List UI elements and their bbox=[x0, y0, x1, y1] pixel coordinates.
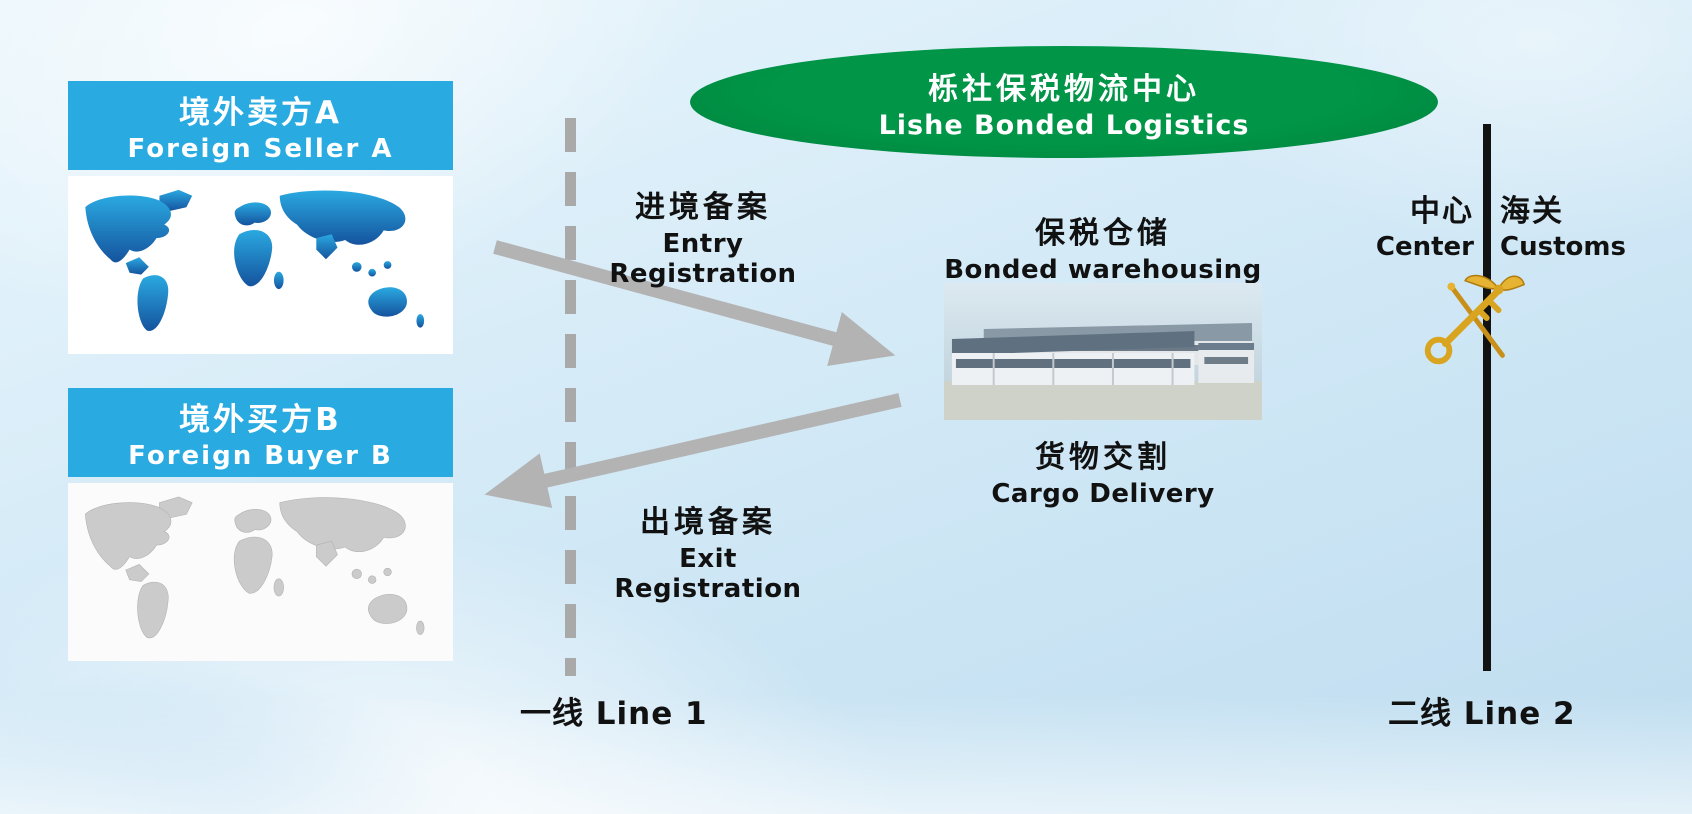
world-map-gray-icon bbox=[68, 483, 453, 661]
foreign-seller-title-en: Foreign Seller A bbox=[127, 134, 394, 164]
line1-caption: 一线 Line 1 bbox=[520, 696, 708, 732]
foreign-seller-header: 境外卖方A Foreign Seller A bbox=[68, 81, 453, 170]
world-map-blue-icon bbox=[68, 176, 453, 354]
cargo-delivery-en: Cargo Delivery bbox=[991, 479, 1215, 509]
customs-key-emblem-icon bbox=[1412, 264, 1530, 374]
bonded-logistics-center-ellipse: 栎社保税物流中心 Lishe Bonded Logistics bbox=[690, 46, 1438, 158]
exit-registration-label: 出境备案 Exit Registration bbox=[583, 497, 833, 604]
boundary-customs-label: 海关 Customs bbox=[1500, 186, 1650, 262]
entry-registration-label: 进境备案 Entry Registration bbox=[578, 182, 828, 289]
center-ellipse-title-en: Lishe Bonded Logistics bbox=[878, 109, 1250, 141]
cargo-delivery-zh: 货物交割 bbox=[1035, 440, 1171, 475]
entry-registration-zh: 进境备案 bbox=[635, 190, 771, 225]
boundary-customs-en: Customs bbox=[1500, 232, 1626, 262]
foreign-buyer-header: 境外买方B Foreign Buyer B bbox=[68, 388, 453, 477]
bonded-warehousing-label: 保税仓储 Bonded warehousing bbox=[924, 208, 1282, 285]
entry-registration-en: Entry Registration bbox=[609, 229, 797, 289]
exit-registration-en: Exit Registration bbox=[614, 544, 802, 604]
warehouse-photo bbox=[944, 283, 1262, 420]
foreign-seller-box: 境外卖方A Foreign Seller A bbox=[68, 81, 453, 354]
line1-dashed-boundary bbox=[565, 118, 576, 676]
boundary-center-en: Center bbox=[1375, 232, 1474, 262]
center-ellipse-title-zh: 栎社保税物流中心 bbox=[928, 71, 1200, 107]
foreign-buyer-title-en: Foreign Buyer B bbox=[128, 441, 393, 471]
boundary-center-label: 中心 Center bbox=[1352, 186, 1474, 262]
bonded-warehousing-zh: 保税仓储 bbox=[1035, 216, 1171, 251]
boundary-center-zh: 中心 bbox=[1410, 194, 1474, 229]
cargo-delivery-label: 货物交割 Cargo Delivery bbox=[924, 432, 1282, 509]
foreign-buyer-box: 境外买方B Foreign Buyer B bbox=[68, 388, 453, 661]
exit-registration-zh: 出境备案 bbox=[640, 505, 776, 540]
bonded-warehousing-en: Bonded warehousing bbox=[944, 255, 1262, 285]
foreign-seller-title-zh: 境外卖方A bbox=[179, 95, 342, 131]
line2-solid-boundary bbox=[1483, 124, 1491, 671]
line2-caption: 二线 Line 2 bbox=[1388, 696, 1576, 732]
foreign-buyer-title-zh: 境外买方B bbox=[179, 402, 342, 438]
boundary-customs-zh: 海关 bbox=[1500, 194, 1564, 229]
